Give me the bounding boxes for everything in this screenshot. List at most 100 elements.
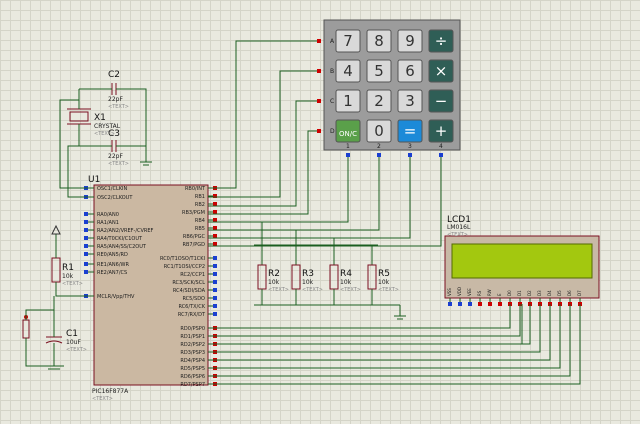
lcd-pin-label: E: [497, 293, 502, 296]
mcu-right-pin-marker: [213, 218, 217, 222]
capacitor-c1[interactable]: C1 10uF <TEXT>: [45, 296, 87, 366]
mcu-right-pin-label: RB2: [195, 202, 205, 208]
mcu-right-pin-label: RD7/PSP7: [180, 382, 205, 388]
crystal-part: CRYSTAL: [94, 123, 121, 130]
mcu-left-pin-label: RE2/AN7/CS: [97, 270, 127, 276]
lcd-pin-label: D4: [547, 290, 552, 296]
c2-ref: C2: [108, 70, 120, 80]
mcu-right-pin-marker: [213, 272, 217, 276]
crystal-ref: X1: [94, 113, 106, 123]
key-1-2[interactable]: 6: [397, 59, 423, 83]
key-1-3[interactable]: ×: [428, 59, 454, 83]
mcu-right-pin-marker: [213, 242, 217, 246]
key-1-1[interactable]: 5: [366, 59, 392, 83]
mcu-left-pin-marker: [84, 236, 88, 240]
lcd-wiring: [208, 304, 581, 385]
lcd-ref: LCD1: [447, 215, 471, 225]
key-3-0[interactable]: ON/C: [335, 119, 361, 143]
mcu-right-pin-label: RD0/PSP0: [180, 326, 205, 332]
mcu-right-pin-label: RB1: [195, 194, 205, 200]
mcu-right-pin-marker: [213, 256, 217, 260]
key-0-2[interactable]: 9: [397, 29, 423, 53]
key-2-3[interactable]: −: [428, 89, 454, 113]
resistor-text: <TEXT>: [340, 287, 361, 293]
key-3-2[interactable]: =: [397, 119, 423, 143]
resistor-value: 10k: [268, 279, 280, 286]
resistor-ref: R4: [340, 269, 352, 279]
lcd-pin-label: D2: [527, 290, 532, 296]
lcd-pin-label: D7: [577, 290, 582, 296]
resistor-r1[interactable]: R1 10k <TEXT>: [51, 234, 88, 297]
mcu-right-pin-marker: [213, 210, 217, 214]
mcu-left-pin-marker: [84, 270, 88, 274]
resistor-value: 10k: [378, 279, 390, 286]
mcu-left-pin-marker: [84, 228, 88, 232]
key-2-1[interactable]: 2: [366, 89, 392, 113]
mcu-right-pin-marker: [213, 194, 217, 198]
c3-text: <TEXT>: [108, 161, 129, 167]
mcu-right-pin-marker: [213, 304, 217, 308]
key-2-2[interactable]: 3: [397, 89, 423, 113]
capacitor-c3[interactable]: C3 22pF <TEXT>: [79, 129, 129, 167]
lcd-pin-label: D3: [537, 290, 542, 296]
mcu-left-pin-marker: [84, 244, 88, 248]
resistor-value: 10k: [302, 279, 314, 286]
key-3-1[interactable]: 0: [366, 119, 392, 143]
capacitor-c2[interactable]: C2 22pF <TEXT>: [79, 70, 129, 110]
mcu-right-pin-label: RD2/PSP2: [180, 342, 205, 348]
key-label: =: [404, 122, 417, 140]
mcu-right-pin-label: RB3/PGM: [182, 210, 205, 216]
mcu-left-pin-label: OSC2/CLKOUT: [97, 195, 133, 201]
lcd-pin-marker: [478, 302, 482, 306]
key-label: 1: [343, 92, 353, 110]
key-label: 9: [405, 32, 415, 50]
mcu-right-pin-label: RC5/SDO: [182, 296, 205, 302]
crystal-x1[interactable]: X1 CRYSTAL <TEXT>: [67, 100, 121, 137]
lcd-pin-label: D1: [517, 290, 522, 296]
keypad-row-label-d: D: [330, 128, 335, 135]
mcu-right-pin-label: RC4/SDI/SDA: [173, 288, 206, 294]
mcu-left-pin-label: MCLR/Vpp/THV: [97, 294, 135, 300]
reset-button[interactable]: [22, 309, 64, 370]
key-label: 7: [343, 32, 353, 50]
keypad-col-label-2: 2: [377, 143, 381, 150]
resistor-text: <TEXT>: [268, 287, 289, 293]
crystal-text: <TEXT>: [94, 131, 115, 137]
key-label: 3: [405, 92, 415, 110]
lcd-pin-marker: [458, 302, 462, 306]
mcu-right-pin-marker: [213, 264, 217, 268]
key-label: 5: [374, 62, 384, 80]
resistor-text: <TEXT>: [302, 287, 323, 293]
mcu-right-pin-marker: [213, 296, 217, 300]
lcd-pin-marker: [498, 302, 502, 306]
key-3-3[interactable]: +: [428, 119, 454, 143]
mcu-right-pin-marker: [213, 312, 217, 316]
c2-text: <TEXT>: [108, 104, 129, 110]
mcu-left-pin-marker: [84, 252, 88, 256]
key-label: ×: [435, 62, 448, 80]
mcu-left-pin-label: RE1/AN6/WR: [97, 262, 129, 268]
lcd-pin-label: D0: [507, 290, 512, 296]
pic-microcontroller[interactable]: OSC1/CLKINOSC2/CLKOUTRA0/AN0RA1/AN1RA2/A…: [84, 175, 217, 402]
key-0-3[interactable]: ÷: [428, 29, 454, 53]
mcu-right-pin-marker: [213, 288, 217, 292]
mcu-right-pin-label: RC0/T1OSO/T1CKI: [160, 256, 205, 262]
power-terminal: [51, 224, 61, 235]
keypad-col-label-1: 1: [346, 143, 350, 150]
key-0-1[interactable]: 8: [366, 29, 392, 53]
mcu-left-pin-marker: [84, 262, 88, 266]
key-2-0[interactable]: 1: [335, 89, 361, 113]
mcu-right-pin-label: RD4/PSP4: [180, 358, 205, 364]
key-0-0[interactable]: 7: [335, 29, 361, 53]
mcu-right-pin-label: RC7/RX/DT: [178, 312, 206, 318]
key-1-0[interactable]: 4: [335, 59, 361, 83]
key-label: ON/C: [339, 130, 357, 138]
mcu-ref: U1: [88, 175, 100, 185]
key-label: 4: [343, 62, 353, 80]
